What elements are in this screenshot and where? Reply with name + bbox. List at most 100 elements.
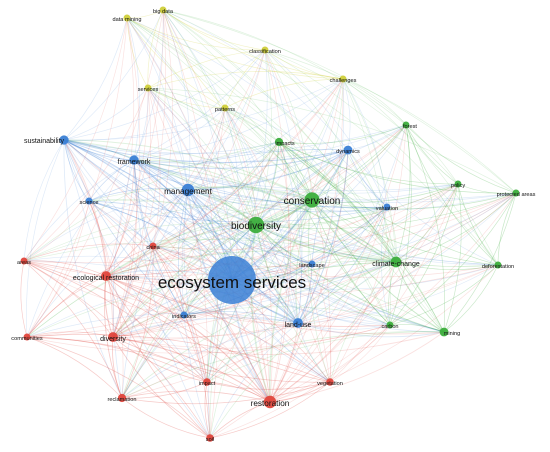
node-indicators[interactable]	[180, 311, 188, 319]
label-china: china	[146, 245, 160, 251]
edge-communities-deforestation	[26, 264, 499, 342]
edge-ecosystem-services-deforestation	[231, 264, 499, 290]
label-classification: classification	[249, 49, 281, 55]
edge-impacts-areas	[23, 141, 280, 262]
edge-ecological-restoration-impact	[105, 275, 208, 383]
node-impact[interactable]	[203, 378, 211, 386]
node-data-mining[interactable]	[123, 14, 131, 22]
edge-management-deforestation	[187, 189, 499, 266]
edge-ecosystem-services-services	[147, 87, 233, 281]
edge-restoration-communities	[26, 336, 271, 403]
node-biodiversity[interactable]	[247, 216, 265, 234]
edge-ecological-restoration-framework	[105, 159, 135, 277]
edge-conservation-deforestation	[311, 199, 499, 266]
node-framework[interactable]	[129, 155, 139, 165]
edge-biodiversity-mining	[255, 224, 445, 333]
node-ecosystem-services[interactable]	[208, 256, 256, 304]
node-soil[interactable]	[206, 434, 214, 442]
node-communities[interactable]	[23, 333, 31, 341]
edge-land-use-big-data	[162, 9, 299, 324]
edge-land-use-impact	[206, 322, 299, 383]
edge-climate-change-deforestation	[395, 261, 499, 271]
node-mining[interactable]	[439, 327, 449, 337]
edge-dynamics-landscape	[311, 149, 349, 265]
node-sustainability[interactable]	[59, 135, 69, 145]
edge-sustainability-science	[63, 139, 90, 202]
edge-ecosystem-services-communities	[26, 279, 233, 338]
node-classification[interactable]	[261, 46, 269, 54]
node-climate-change[interactable]	[390, 256, 402, 268]
node-diversity[interactable]	[108, 332, 118, 342]
edge-ecosystem-services-mining	[231, 279, 445, 333]
edge-areas-services	[23, 87, 149, 262]
node-patterns[interactable]	[221, 104, 229, 112]
edge-big-data-services	[147, 9, 164, 89]
edge-sustainability-landscape	[63, 139, 313, 265]
node-china[interactable]	[149, 242, 157, 250]
edge-vegetation-policy	[329, 183, 459, 383]
edge-impact-valuation	[206, 206, 388, 383]
edge-restoration-carbon	[269, 324, 391, 403]
edge-restoration-protected-areas	[269, 192, 517, 403]
label-management: management	[164, 187, 213, 196]
edge-conservation-protected-areas	[311, 192, 517, 210]
edge-climate-change-sustainability	[63, 139, 397, 263]
edge-biodiversity-sustainability	[63, 139, 257, 226]
edge-impacts-services	[147, 87, 280, 143]
node-science[interactable]	[85, 197, 93, 205]
edge-landscape-science	[88, 200, 313, 265]
node-landscape[interactable]	[308, 260, 316, 268]
node-management[interactable]	[181, 183, 195, 197]
node-valuation[interactable]	[383, 203, 391, 211]
node-big-data[interactable]	[159, 6, 167, 14]
edge-framework-reclamation	[112, 159, 135, 399]
edge-big-data-patterns	[162, 9, 226, 109]
node-land-use[interactable]	[293, 318, 303, 328]
node-impacts[interactable]	[274, 137, 284, 147]
edge-mining-big-data	[162, 9, 445, 333]
node-challenges[interactable]	[339, 75, 347, 83]
edge-restoration-ecological-restoration	[105, 275, 271, 403]
node-vegetation[interactable]	[326, 378, 334, 386]
node-protected-areas[interactable]	[512, 189, 520, 197]
label-carbon: carbon	[381, 324, 398, 330]
edge-forest-big-data	[162, 9, 407, 126]
edge-management-mining	[187, 189, 445, 333]
node-ecological-restoration[interactable]	[101, 271, 111, 281]
edge-conservation-carbon	[311, 199, 391, 326]
edge-impact-soil	[204, 381, 211, 439]
edge-mining-reclamation	[121, 331, 445, 399]
edge-diversity-policy	[112, 183, 459, 338]
edge-climate-change-areas	[23, 238, 397, 263]
edge-challenges-patterns	[224, 78, 344, 109]
node-forest[interactable]	[402, 121, 410, 129]
edge-framework-patterns	[133, 107, 226, 161]
edge-sustainability-data-mining	[63, 17, 128, 141]
edge-dynamics-deforestation	[347, 149, 499, 266]
edge-reclamation-soil	[121, 397, 211, 439]
edge-vegetation-communities	[26, 334, 331, 383]
node-deforestation[interactable]	[494, 261, 502, 269]
node-carbon[interactable]	[386, 321, 394, 329]
edge-valuation-classification	[264, 49, 388, 208]
edge-diversity-reclamation	[112, 336, 123, 399]
node-areas[interactable]	[20, 257, 28, 265]
edge-biodiversity-policy	[255, 183, 459, 226]
node-policy[interactable]	[454, 180, 462, 188]
edge-ecological-restoration-forest	[105, 124, 407, 277]
edge-management-reclamation	[121, 189, 189, 399]
edge-areas-communities	[20, 260, 28, 338]
node-conservation[interactable]	[304, 192, 320, 208]
edge-land-use-services	[147, 87, 299, 324]
edge-biodiversity-land-use	[255, 224, 299, 324]
edge-restoration-deforestation	[269, 264, 499, 403]
node-restoration[interactable]	[263, 395, 277, 409]
node-services[interactable]	[144, 84, 152, 92]
node-dynamics[interactable]	[343, 145, 353, 155]
node-reclamation[interactable]	[117, 393, 127, 403]
edge-land-use-soil	[209, 322, 299, 439]
edge-framework-services	[133, 87, 149, 161]
edge-impact-vegetation	[206, 381, 331, 390]
edge-management-indicators	[178, 189, 189, 316]
